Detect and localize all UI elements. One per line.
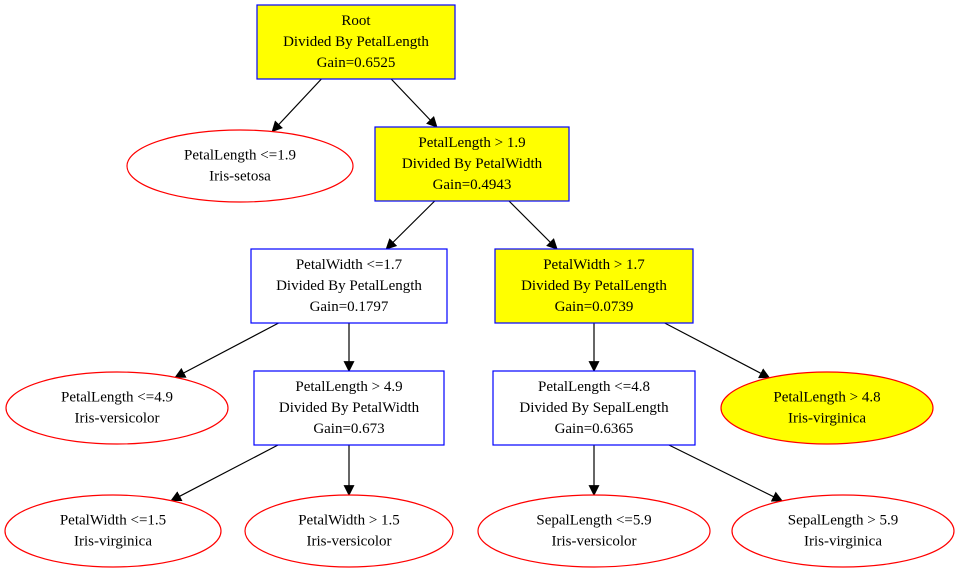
node-label-line: Iris-versicolor (75, 411, 160, 427)
node-box (374, 126, 570, 202)
node-label-line: Iris-virginica (804, 534, 882, 550)
node-ellipse (477, 494, 711, 568)
node-label-line: PetalLength > 1.9 (418, 135, 525, 151)
node-label-line: Root (341, 13, 371, 29)
edges (170, 78, 784, 502)
node-label-line: Gain=0.0739 (555, 299, 634, 315)
edge-n-pl-gt-1-9-to-n-pw-gt-1-7 (508, 200, 558, 250)
node-label-line: Iris-setosa (209, 169, 271, 185)
node-box (253, 370, 445, 446)
edge-root-to-n-pl-gt-1-9 (390, 78, 438, 128)
node-label-line: Gain=0.4943 (433, 177, 512, 193)
node-ellipse (244, 494, 454, 568)
node-label-line: SepalLength <=5.9 (536, 513, 651, 529)
node-label-line: Gain=0.673 (313, 421, 384, 437)
node-label-line: Iris-versicolor (552, 534, 637, 550)
edge-root-to-n-pl-le-1-9 (271, 78, 322, 133)
node-box (250, 248, 448, 324)
node-label-line: PetalLength <=1.9 (184, 148, 296, 164)
node-ellipse (4, 494, 222, 568)
edge-n-pw-gt-1-7-to-n-pl-gt-4-8 (664, 322, 771, 379)
node-label-line: PetalWidth <=1.7 (296, 257, 403, 273)
node-label-line: Divided By PetalLength (283, 34, 429, 50)
node-label-line: Iris-virginica (74, 534, 152, 550)
node-label-line: Divided By PetalLength (521, 278, 667, 294)
node-label-line: PetalLength > 4.9 (295, 379, 402, 395)
node-label-line: PetalWidth > 1.7 (543, 257, 645, 273)
node-label-line: Divided By PetalWidth (402, 156, 543, 172)
node-label-line: Gain=0.1797 (310, 299, 389, 315)
edge-n-pw-le-1-7-to-n-pl-le-4-9 (174, 322, 279, 378)
node-label-line: Gain=0.6525 (317, 55, 396, 71)
node-box (256, 4, 456, 80)
edge-n-pl-le-4-8-to-n-sl-gt-5-9 (668, 444, 784, 502)
node-ellipse (5, 371, 229, 445)
node-label-line: Gain=0.6365 (555, 421, 634, 437)
node-label-line: Iris-virginica (788, 411, 866, 427)
node-box (492, 370, 696, 446)
node-box (494, 248, 694, 324)
node-label-line: PetalWidth <=1.5 (60, 513, 166, 529)
edge-n-pl-gt-1-9-to-n-pw-le-1-7 (385, 200, 436, 250)
node-ellipse (720, 371, 934, 445)
node-ellipse (126, 129, 354, 203)
node-label-line: SepalLength > 5.9 (788, 513, 899, 529)
node-label-line: Divided By SepalLength (519, 400, 669, 416)
node-ellipse (731, 494, 955, 568)
edge-n-pl-gt-4-9-to-n-pw-le-1-5 (170, 444, 279, 502)
node-label-line: Divided By PetalWidth (279, 400, 420, 416)
node-label-line: PetalLength <=4.9 (61, 390, 173, 406)
node-label-line: Iris-versicolor (307, 534, 392, 550)
node-label-line: Divided By PetalLength (276, 278, 422, 294)
node-label-line: PetalWidth > 1.5 (298, 513, 400, 529)
node-label-line: PetalLength <=4.8 (538, 379, 650, 395)
node-label-line: PetalLength > 4.8 (773, 390, 880, 406)
